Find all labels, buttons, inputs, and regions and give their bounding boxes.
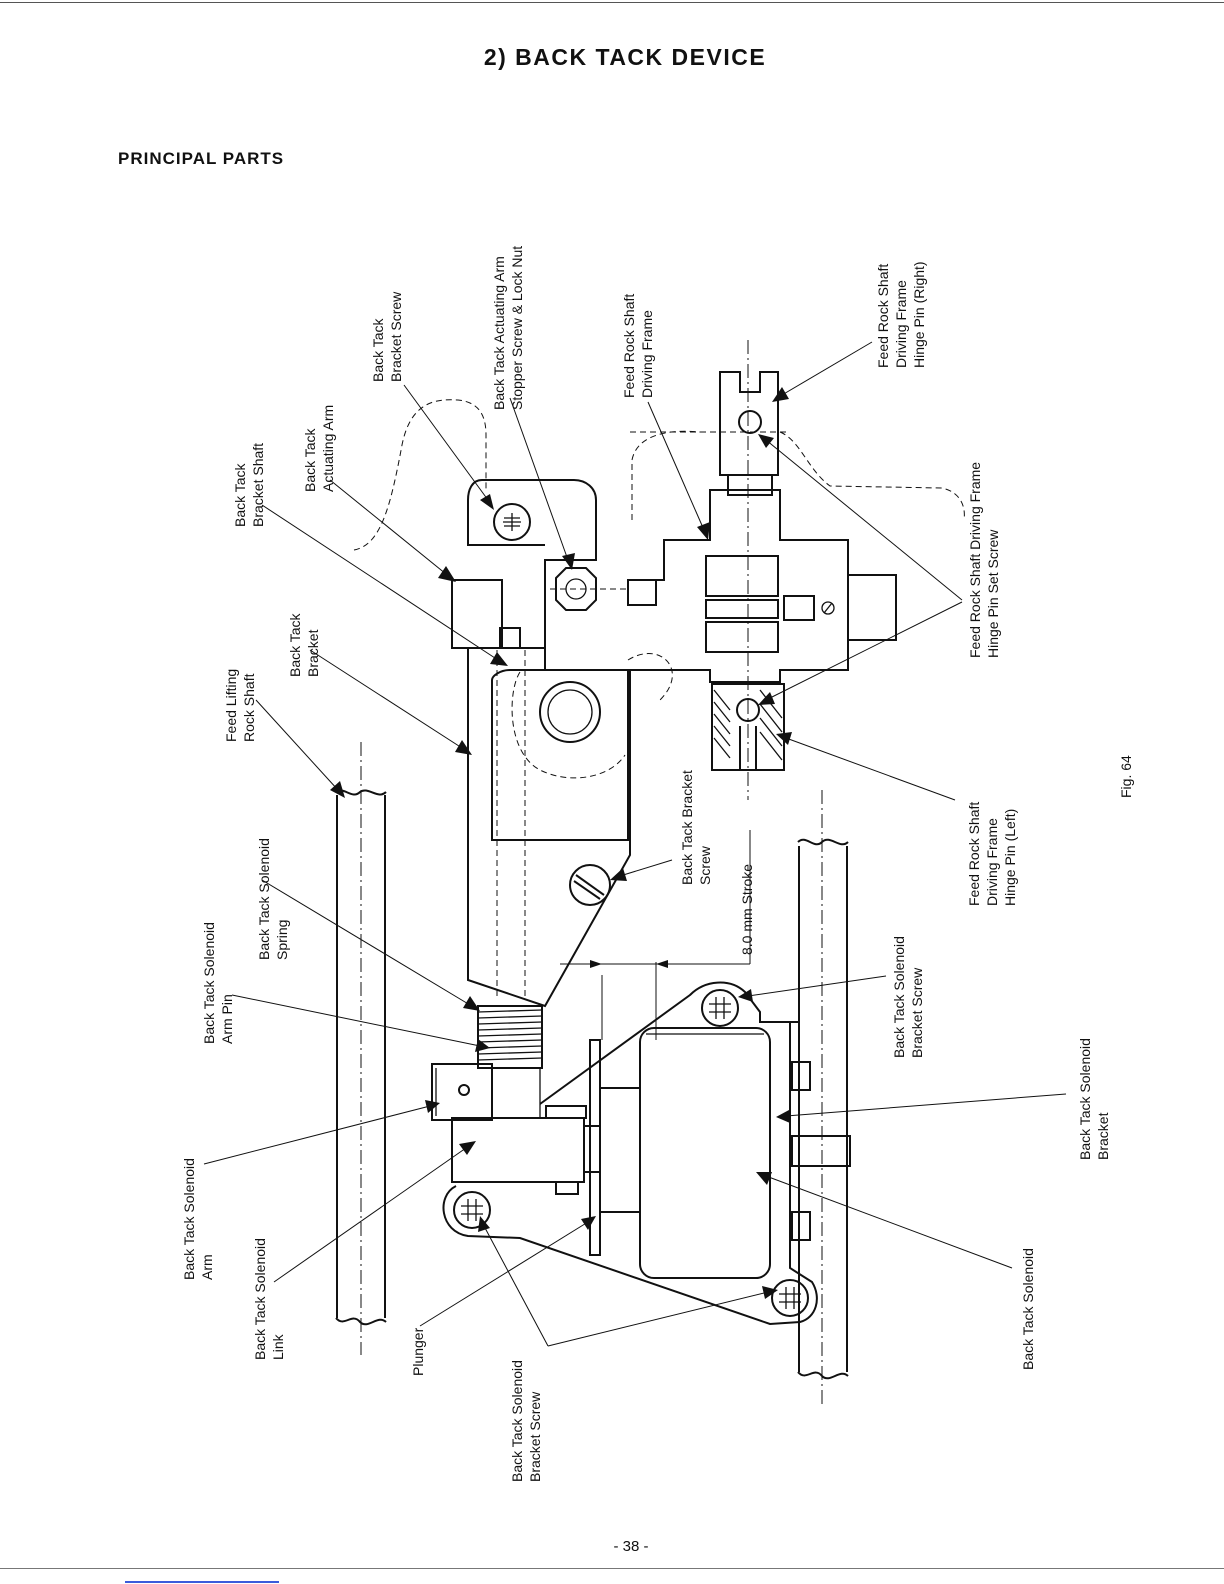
svg-text:Bracket: Bracket <box>1095 1112 1111 1160</box>
svg-text:Actuating Arm: Actuating Arm <box>320 405 336 492</box>
svg-text:Back Tack Solenoid: Back Tack Solenoid <box>1077 1038 1093 1160</box>
svg-text:Screw: Screw <box>697 845 713 885</box>
svg-text:Back Tack: Back Tack <box>287 612 303 677</box>
back-tack-solenoid-spring <box>477 1005 543 1069</box>
svg-text:Rock Shaft: Rock Shaft <box>241 673 257 742</box>
label-bracket-screw: Back Tack Bracket Screw <box>370 291 404 382</box>
svg-text:Driving Frame: Driving Frame <box>893 280 909 368</box>
label-solenoid: Back Tack Solenoid <box>1020 1248 1036 1370</box>
svg-text:Fig. 64: Fig. 64 <box>1118 755 1134 798</box>
svg-text:Back Tack: Back Tack <box>370 317 386 382</box>
svg-text:Plunger: Plunger <box>410 1327 426 1376</box>
solenoid-bracket-screw-left <box>453 1191 491 1229</box>
label-hinge-set-screw: Feed Rock Shaft Driving Frame Hinge Pin … <box>967 462 1001 658</box>
label-bracket: Back Tack Bracket <box>287 612 321 677</box>
svg-text:Hinge Pin (Left): Hinge Pin (Left) <box>1002 809 1018 906</box>
svg-text:Back Tack Solenoid: Back Tack Solenoid <box>201 922 217 1044</box>
label-stopper-screw: Back Tack Actuating Arm Stopper Screw & … <box>491 246 525 410</box>
back-tack-bracket <box>467 479 673 1008</box>
svg-text:Spring: Spring <box>274 920 290 960</box>
svg-text:Hinge Pin Set Screw: Hinge Pin Set Screw <box>985 529 1001 658</box>
label-stroke: 8.0 mm Stroke <box>739 864 755 955</box>
label-solenoid-link: Back Tack Solenoid Link <box>252 1238 286 1360</box>
svg-text:Back Tack: Back Tack <box>302 427 318 492</box>
svg-text:Bracket Screw: Bracket Screw <box>909 967 925 1058</box>
svg-text:Back Tack Solenoid: Back Tack Solenoid <box>1020 1248 1036 1370</box>
svg-text:Back Tack Solenoid: Back Tack Solenoid <box>509 1360 525 1482</box>
solenoid-bracket-screw-bottom <box>771 1279 809 1317</box>
stroke-dimension <box>560 830 751 1040</box>
svg-text:Back Tack: Back Tack <box>232 462 248 527</box>
back-tack-solenoid-bracket <box>442 981 818 1326</box>
plunger <box>589 1039 641 1256</box>
label-feed-lifting-shaft: Feed Lifting Rock Shaft <box>223 669 257 742</box>
label-feed-rock-frame: Feed Rock Shaft Driving Frame <box>621 294 655 398</box>
svg-text:Back Tack Solenoid: Back Tack Solenoid <box>252 1238 268 1360</box>
svg-text:Feed Rock Shaft: Feed Rock Shaft <box>875 264 891 368</box>
svg-text:Driving Frame: Driving Frame <box>984 818 1000 906</box>
stopper-screw-lock-nut <box>550 567 628 611</box>
label-bracket-screw-lower: Back Tack Bracket Screw <box>679 770 713 885</box>
back-tack-solenoid <box>639 1027 771 1279</box>
label-plunger: Plunger <box>410 1327 426 1376</box>
svg-text:Link: Link <box>270 1333 286 1360</box>
label-figure: Fig. 64 <box>1118 755 1134 798</box>
svg-text:Arm Pin: Arm Pin <box>219 994 235 1044</box>
svg-text:8.0 mm Stroke: 8.0 mm Stroke <box>739 864 755 955</box>
svg-text:Feed Rock Shaft: Feed Rock Shaft <box>966 802 982 906</box>
svg-text:Back Tack Solenoid: Back Tack Solenoid <box>891 936 907 1058</box>
feed-rock-shaft <box>791 790 851 1405</box>
svg-text:Back Tack Actuating Arm: Back Tack Actuating Arm <box>491 256 507 410</box>
svg-text:Bracket: Bracket <box>305 629 321 677</box>
svg-text:Feed Lifting: Feed Lifting <box>223 669 239 742</box>
label-hinge-pin-left: Feed Rock Shaft Driving Frame Hinge Pin … <box>966 802 1018 906</box>
back-tack-actuating-arm <box>353 399 521 649</box>
page-title: 2) BACK TACK DEVICE <box>483 44 767 70</box>
label-actuating-arm: Back Tack Actuating Arm <box>302 405 336 492</box>
back-tack-solenoid-arm <box>431 1063 541 1121</box>
feed-rock-shaft-driving-frame <box>627 340 965 800</box>
label-solenoid-bracket-screw-top: Back Tack Solenoid Bracket Screw <box>891 936 925 1058</box>
label-hinge-pin-right: Feed Rock Shaft Driving Frame Hinge Pin … <box>875 261 927 368</box>
svg-text:Hinge Pin (Right): Hinge Pin (Right) <box>911 261 927 368</box>
back-tack-solenoid-link <box>451 1105 600 1195</box>
svg-text:Bracket Screw: Bracket Screw <box>527 1391 543 1482</box>
section-heading: PRINCIPAL PARTS <box>118 149 285 168</box>
page-number: - 38 - <box>613 1538 649 1555</box>
svg-text:Driving Frame: Driving Frame <box>639 310 655 398</box>
svg-text:Arm: Arm <box>199 1254 215 1280</box>
label-solenoid-bracket: Back Tack Solenoid Bracket <box>1077 1038 1111 1160</box>
svg-text:Back Tack Bracket: Back Tack Bracket <box>679 770 695 885</box>
feed-lifting-rock-shaft <box>335 742 387 1355</box>
svg-text:Back Tack Solenoid: Back Tack Solenoid <box>181 1158 197 1280</box>
label-solenoid-bracket-screw-bottom: Back Tack Solenoid Bracket Screw <box>509 1360 543 1482</box>
leader-lines <box>203 341 1067 1347</box>
bottom-rule <box>0 1568 1224 1569</box>
svg-text:Feed Rock Shaft: Feed Rock Shaft <box>621 294 637 398</box>
back-tack-bracket-screw-lower <box>569 864 611 906</box>
back-tack-bracket-screw <box>493 503 531 541</box>
svg-text:Bracket Shaft: Bracket Shaft <box>250 443 266 527</box>
blue-underline-mark <box>125 1581 279 1583</box>
label-solenoid-spring: Back Tack Solenoid Spring <box>256 838 290 960</box>
label-bracket-shaft: Back Tack Bracket Shaft <box>232 443 266 527</box>
label-solenoid-arm: Back Tack Solenoid Arm <box>181 1158 215 1280</box>
svg-text:Back Tack Solenoid: Back Tack Solenoid <box>256 838 272 960</box>
solenoid-bracket-screw-top <box>701 989 739 1027</box>
top-rule <box>0 2 1224 3</box>
svg-text:Stopper Screw & Lock Nut: Stopper Screw & Lock Nut <box>509 246 525 410</box>
label-solenoid-arm-pin: Back Tack Solenoid Arm Pin <box>201 922 235 1044</box>
svg-text:Bracket Screw: Bracket Screw <box>388 291 404 382</box>
svg-text:Feed Rock Shaft Driving Frame: Feed Rock Shaft Driving Frame <box>967 462 983 658</box>
